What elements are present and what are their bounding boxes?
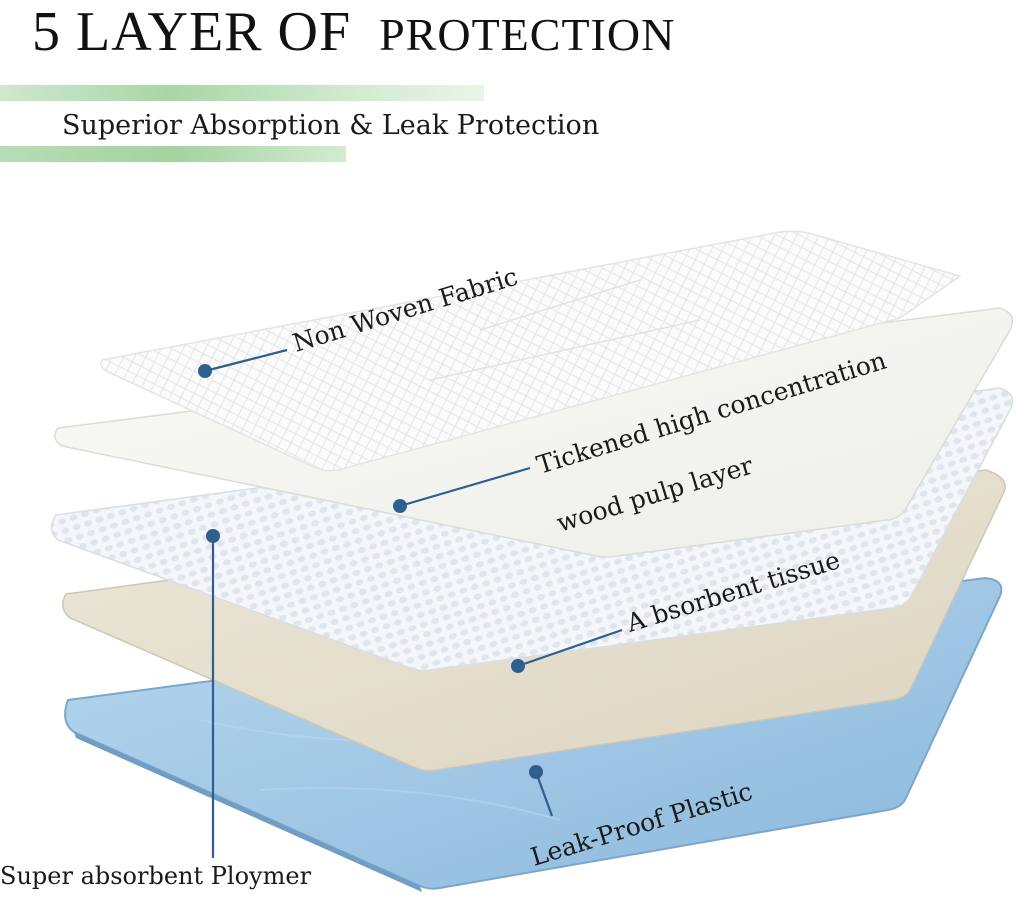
title-tail: PROTECTION bbox=[379, 9, 676, 60]
callout-dot-non-woven bbox=[198, 364, 212, 378]
callout-dot-wood-pulp bbox=[393, 499, 407, 513]
subtitle: Superior Absorption & Leak Protection bbox=[62, 110, 600, 141]
layer-non-woven bbox=[100, 230, 962, 472]
callout-line-non-woven bbox=[204, 348, 288, 373]
callout-line-plastic bbox=[534, 771, 554, 817]
layer-wood-pulp bbox=[54, 307, 1014, 558]
title-main: 5 LAYER OF bbox=[32, 1, 352, 63]
green-band-bottom bbox=[0, 146, 346, 162]
page-title: 5 LAYER OF PROTECTION bbox=[32, 0, 675, 64]
callout-line-tissue bbox=[517, 628, 623, 668]
green-band-top bbox=[0, 85, 484, 101]
callout-dot-tissue bbox=[511, 659, 525, 673]
callout-dot-plastic bbox=[529, 765, 543, 779]
callout-dot-polymer bbox=[206, 529, 220, 543]
callout-line-wood-pulp bbox=[399, 466, 531, 508]
label-polymer: Super absorbent Ploymer bbox=[0, 862, 312, 890]
